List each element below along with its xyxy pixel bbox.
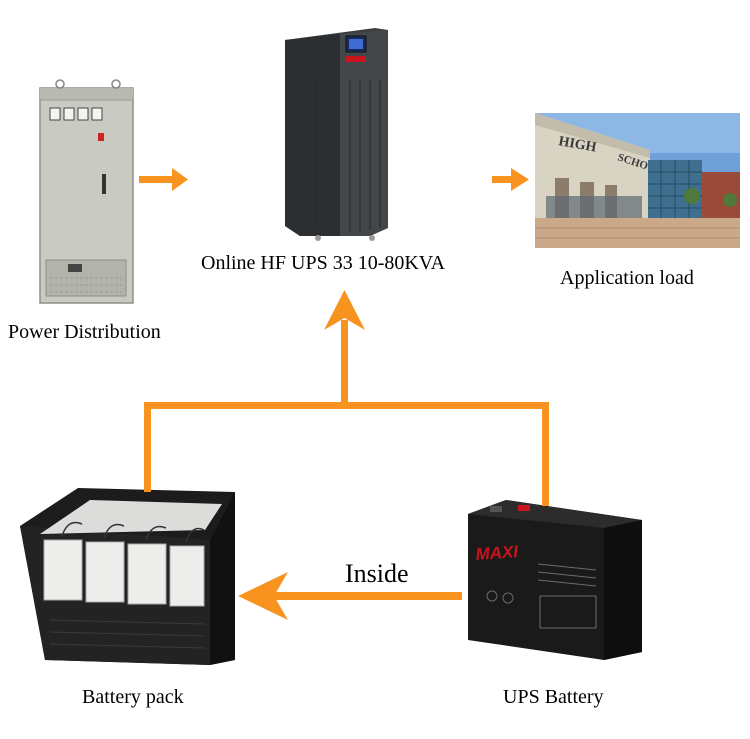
- ups-tower-image: [285, 28, 388, 241]
- arrow-power-to-ups: [139, 168, 188, 191]
- label-ups-unit: Online HF UPS 33 10-80KVA: [201, 252, 446, 274]
- battery-brand-label: MAXI: [475, 542, 520, 564]
- label-application-load: Application load: [560, 267, 694, 289]
- label-battery-pack: Battery pack: [82, 686, 184, 708]
- label-inside: Inside: [345, 559, 409, 588]
- application-load-image: HIGH SCHOOL: [535, 113, 740, 248]
- arrow-batteries-to-ups: [144, 290, 549, 506]
- flow-arrows: [139, 168, 549, 620]
- label-power-distribution: Power Distribution: [8, 321, 161, 343]
- building-sign-high: HIGH: [557, 134, 597, 155]
- ups-battery-image: MAXI: [468, 500, 642, 660]
- label-ups-battery: UPS Battery: [503, 686, 604, 708]
- battery-pack-image: [20, 488, 235, 665]
- power-distribution-cabinet-image: [39, 79, 134, 304]
- arrow-ups-battery-to-pack: [238, 572, 462, 620]
- arrow-ups-to-load: [492, 168, 529, 191]
